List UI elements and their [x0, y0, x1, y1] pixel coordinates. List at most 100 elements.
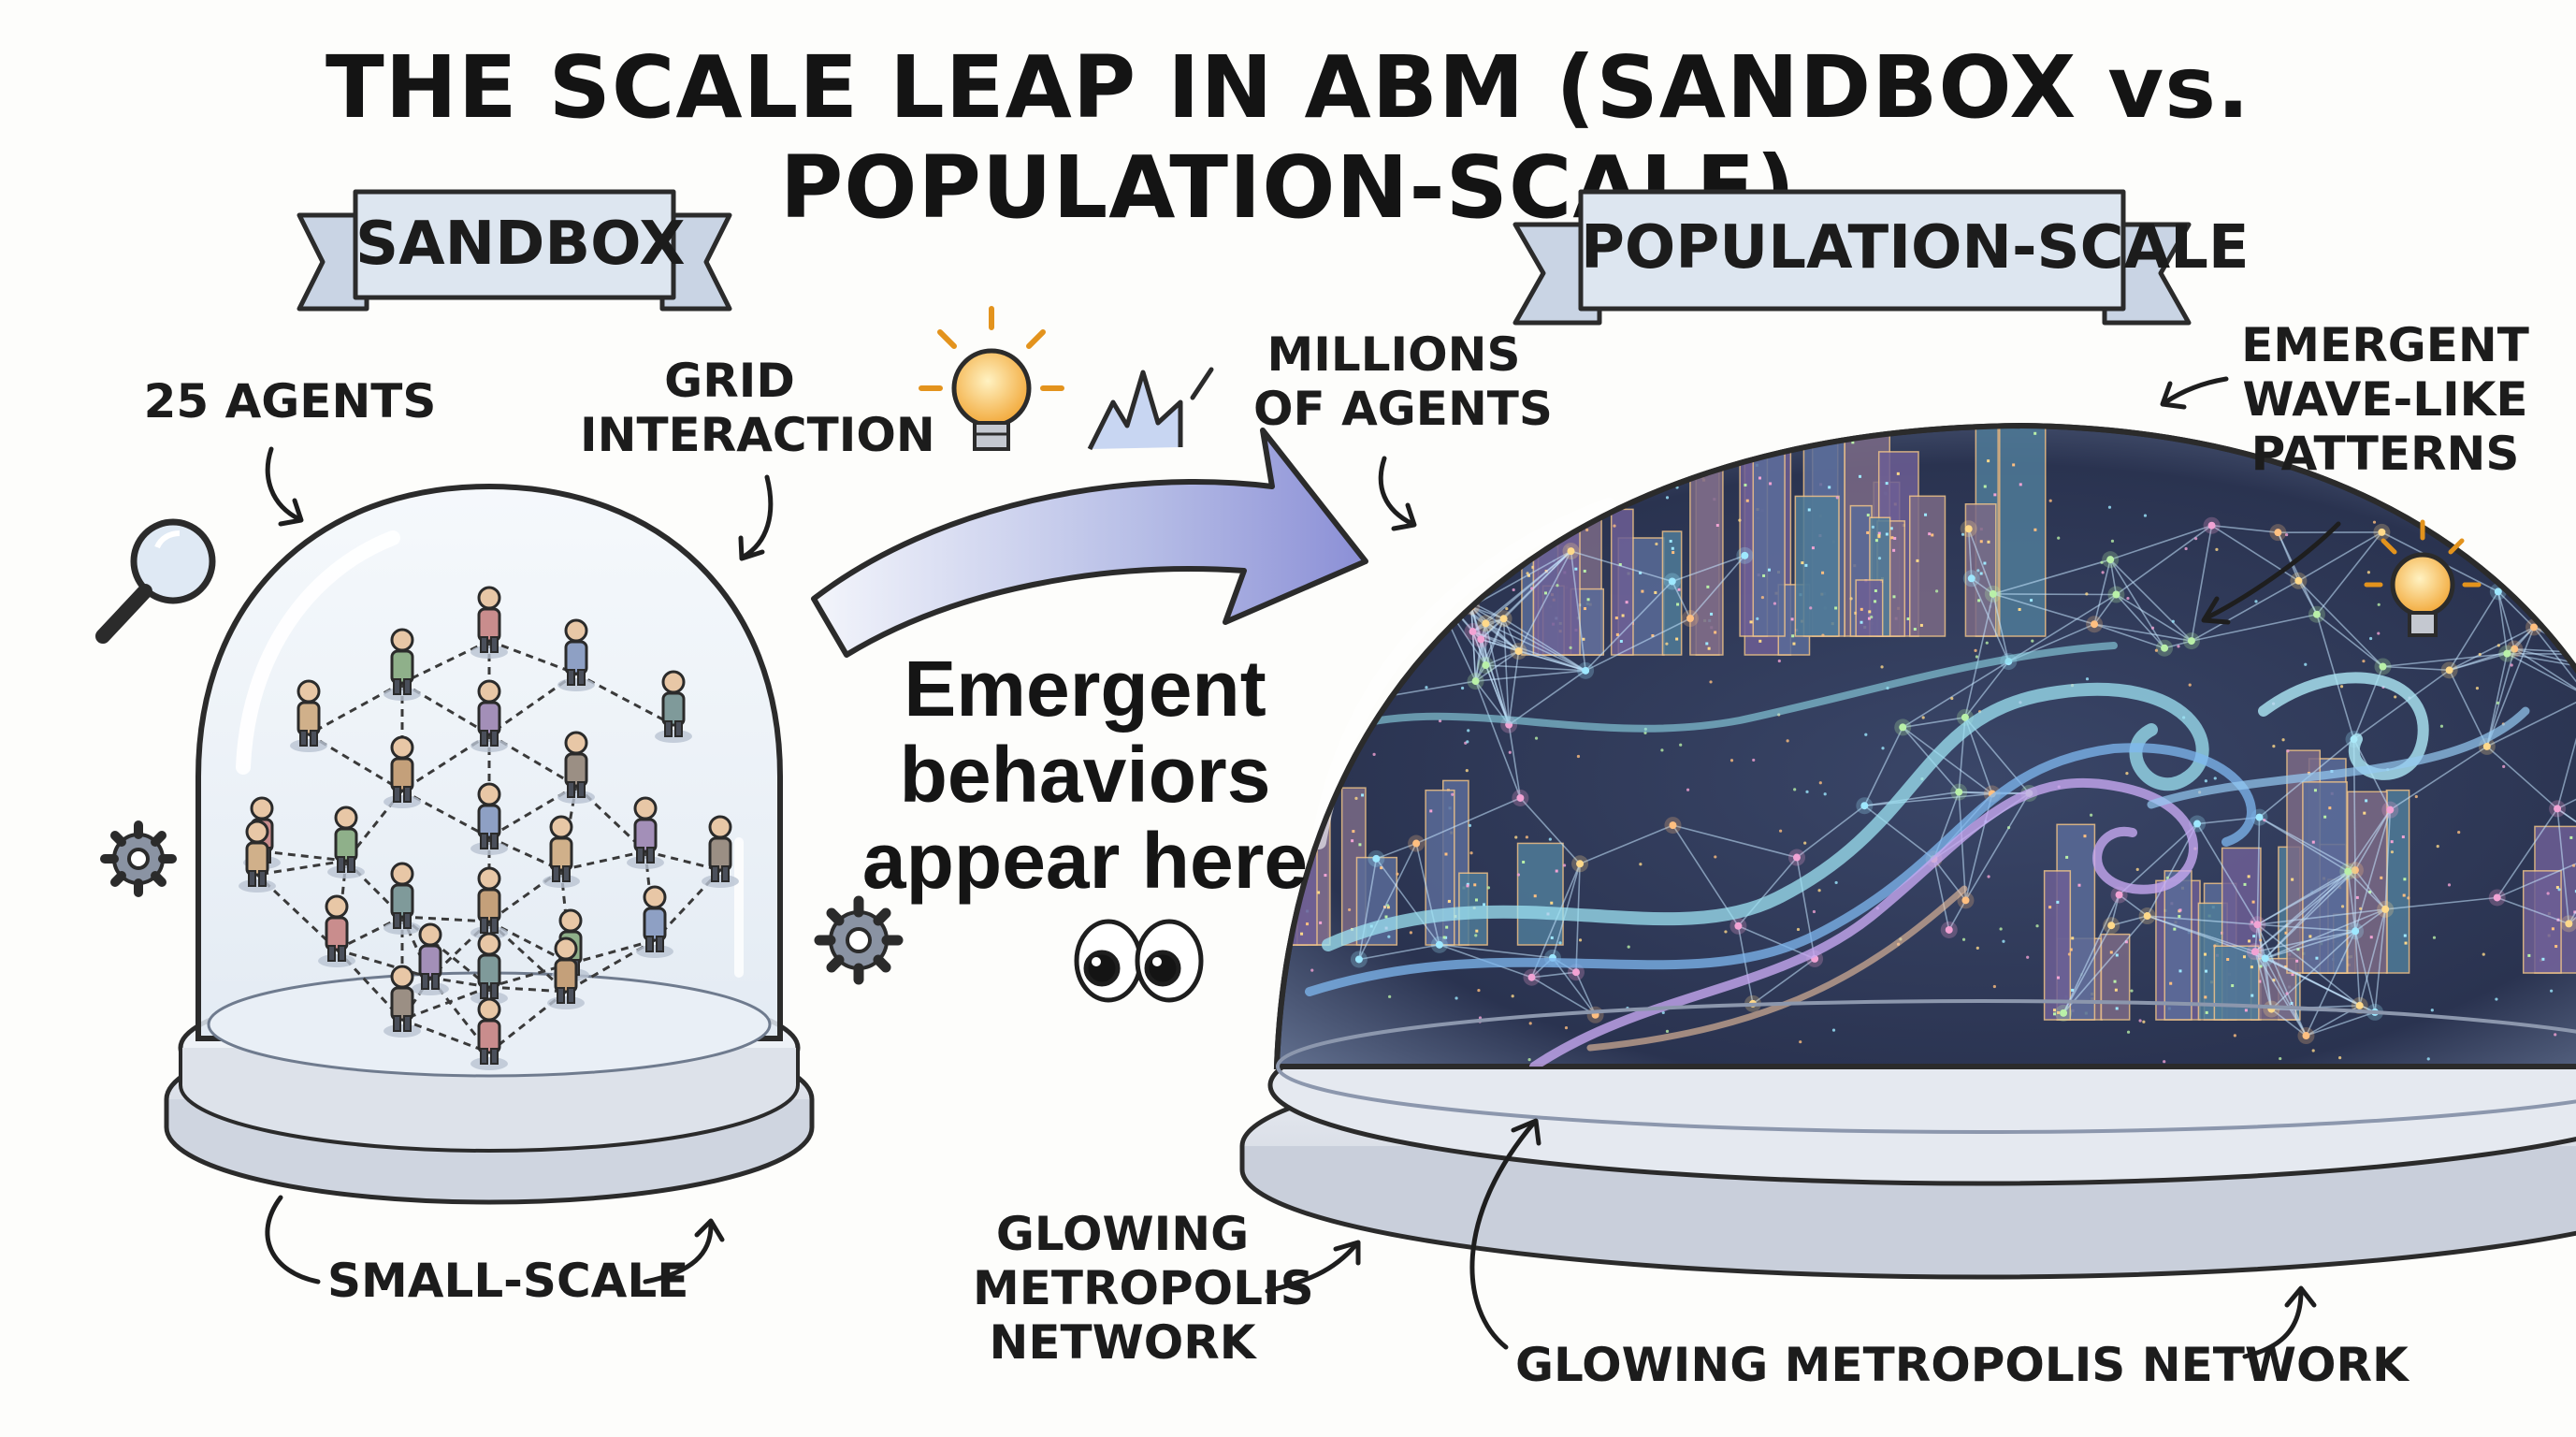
- network-node: [2274, 529, 2282, 537]
- network-node: [1955, 788, 1963, 796]
- agent: [239, 820, 276, 893]
- sandbox-banner-label: SANDBOX: [355, 210, 686, 279]
- agent-link: [401, 1018, 490, 1054]
- millions-line2: OF AGENTS: [1253, 382, 1553, 436]
- network-node: [1571, 968, 1580, 977]
- agent: [384, 628, 421, 701]
- eyes-icon: [1074, 919, 1204, 1003]
- wave-line1: EMERGENT: [2241, 318, 2529, 372]
- network-node: [1741, 551, 1749, 559]
- building: [2100, 933, 2131, 1021]
- network-node: [1899, 723, 1907, 732]
- network-node: [2565, 920, 2573, 928]
- grid-label-line1: GRID: [664, 354, 795, 408]
- glow-left-line2: METROPOLIS: [973, 1261, 1314, 1315]
- agent: [384, 735, 421, 808]
- agent: [636, 885, 673, 958]
- middle-line1: Emergent: [904, 645, 1266, 733]
- agent-link: [401, 639, 490, 685]
- network-node: [2445, 666, 2453, 675]
- agent: [318, 894, 355, 967]
- building: [1752, 426, 1786, 637]
- network-node: [2187, 637, 2195, 646]
- network-node: [2161, 644, 2169, 652]
- small-scale-label: SMALL-SCALE: [327, 1254, 689, 1308]
- network-node: [1425, 577, 1434, 586]
- building: [2043, 870, 2072, 1021]
- millions-line1: MILLIONS: [1266, 327, 1521, 382]
- network-node: [1989, 589, 1997, 598]
- network-node: [2503, 649, 2511, 658]
- agent: [470, 679, 508, 752]
- lightbulb-icon: [919, 306, 1064, 451]
- network-node: [1471, 677, 1480, 686]
- grid-interaction-label: GRID INTERACTION: [580, 354, 935, 462]
- building: [1661, 530, 1683, 656]
- agent: [384, 862, 421, 935]
- building: [1516, 842, 1564, 946]
- building: [2522, 870, 2562, 974]
- network-node: [2344, 867, 2352, 876]
- network-node: [1350, 698, 1358, 706]
- agent: [547, 936, 585, 1009]
- agent: [470, 932, 508, 1005]
- network-node: [1354, 955, 1363, 964]
- network-node: [2115, 891, 2123, 899]
- population-scale-banner: [1512, 189, 2192, 326]
- network-node: [1567, 547, 1575, 556]
- network-node: [2386, 806, 2395, 814]
- network-node: [2511, 645, 2519, 653]
- agent-link: [261, 849, 347, 863]
- emergent-wave-label: EMERGENT WAVE-LIKE PATTERNS: [2226, 318, 2544, 481]
- network-node: [2482, 742, 2491, 750]
- network-node: [1435, 940, 1443, 949]
- agent-link: [256, 859, 347, 877]
- wave-line2: WAVE-LIKE: [2242, 372, 2528, 427]
- building: [2302, 781, 2348, 974]
- agent: [655, 670, 692, 743]
- network-node: [2207, 521, 2216, 530]
- network-node: [2381, 905, 2390, 913]
- millions-of-agents-label: MILLIONS OF AGENTS: [1253, 327, 1553, 436]
- network-node: [2106, 556, 2115, 564]
- network-node: [2312, 610, 2321, 618]
- network-node: [1792, 853, 1801, 862]
- network-node: [1499, 615, 1508, 623]
- network-node: [2193, 820, 2202, 828]
- network-node: [2355, 1001, 2364, 1009]
- agent: [470, 997, 508, 1070]
- network-node: [2554, 805, 2562, 813]
- agent-link: [401, 985, 490, 1022]
- agent-link: [488, 639, 577, 675]
- network-node: [1412, 839, 1421, 848]
- network-node: [2091, 620, 2099, 629]
- network-node: [1527, 973, 1536, 981]
- agent-link: [336, 948, 431, 980]
- network-node: [2255, 813, 2264, 821]
- network-node: [1961, 896, 1970, 905]
- network-node: [2250, 948, 2259, 956]
- agent: [702, 815, 739, 888]
- network-node: [1734, 922, 1743, 930]
- agent: [384, 965, 421, 1038]
- network-node: [1967, 574, 1975, 583]
- agent-link: [488, 835, 562, 872]
- population-dome: [1239, 422, 2576, 1280]
- network-node: [2107, 922, 2116, 930]
- network-node: [1372, 854, 1381, 863]
- network-node: [1516, 793, 1525, 802]
- agent-link: [560, 849, 646, 872]
- network-node: [1482, 661, 1490, 670]
- network-node: [2352, 927, 2360, 936]
- network-node: [2143, 912, 2151, 921]
- network-node: [2494, 588, 2502, 596]
- agents-count-label: 25 AGENTS: [143, 374, 437, 428]
- building: [1999, 426, 2047, 637]
- agent: [470, 586, 508, 659]
- agent: [557, 731, 595, 804]
- page-title: THE SCALE LEAP IN ABM (SANDBOX vs. POPUL…: [326, 37, 2250, 238]
- agent: [557, 618, 595, 691]
- annotation-arrows: [265, 376, 2341, 1359]
- network-node: [2493, 893, 2501, 902]
